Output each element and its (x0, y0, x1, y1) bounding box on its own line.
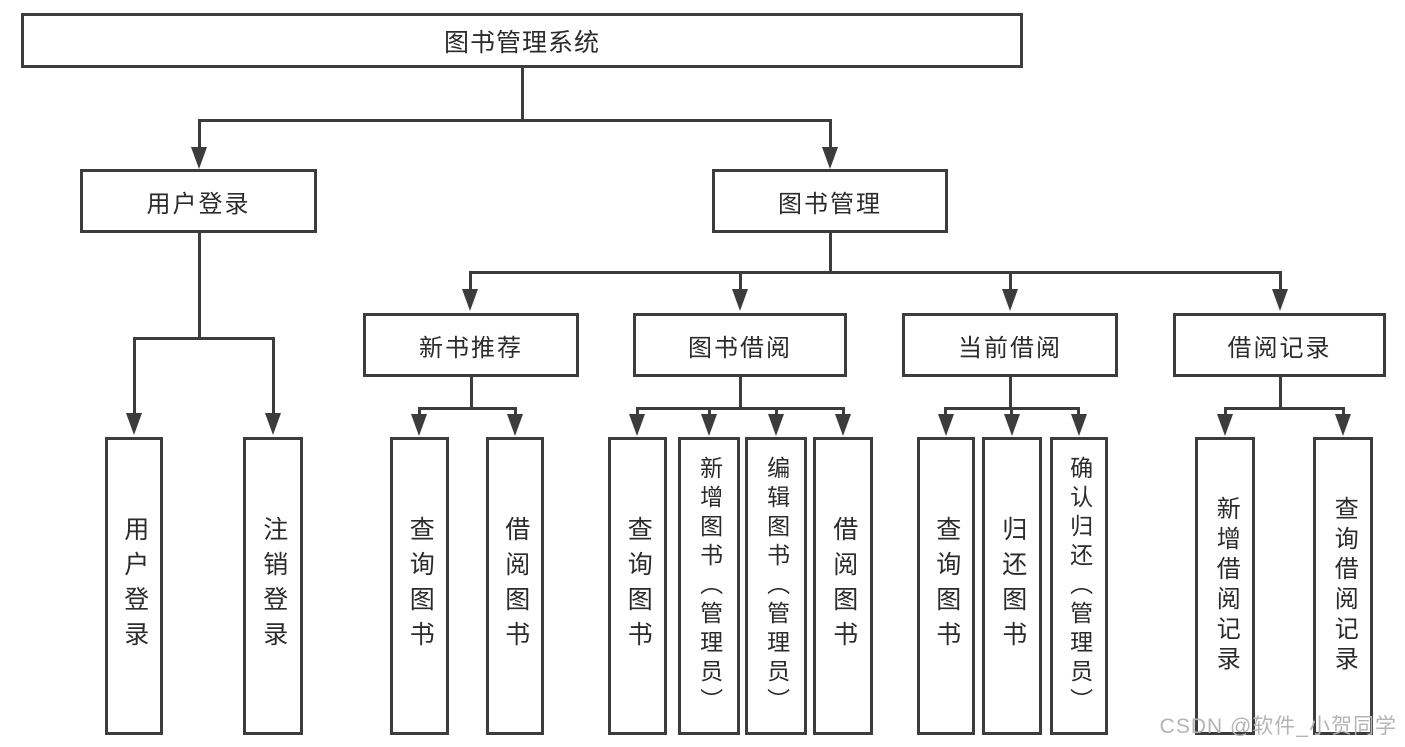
node-user-login: 用户登录 (80, 169, 317, 233)
connector-arrow-shaft (944, 407, 947, 419)
leaf-borrow-books: 借阅图书 (813, 437, 873, 735)
node-root: 图书管理系统 (21, 13, 1023, 68)
connector-current-trunk (1009, 377, 1012, 410)
leaf-query-books-borrow: 查询图书 (608, 437, 667, 735)
connector-arrow-shaft (1010, 407, 1013, 419)
arrow-down-icon (191, 147, 207, 169)
connector-arrow-shaft (775, 407, 778, 419)
connector-arrow-shaft (469, 271, 472, 294)
connector-user-login-trunk (198, 233, 201, 339)
connector-arrow-shaft (418, 407, 421, 419)
leaf-query-books-recommend: 查询图书 (390, 437, 449, 735)
connector-arrow-shaft (1224, 407, 1227, 419)
arrow-down-icon (629, 414, 645, 436)
connector-records-trunk (1279, 377, 1282, 410)
connector-user-login-bar (133, 337, 275, 340)
connector-root-trunk (521, 68, 524, 120)
arrow-down-icon (938, 414, 954, 436)
leaf-query-borrow-record: 查询借阅记录 (1313, 437, 1373, 735)
leaf-confirm-return-admin: 确认归还（管理员） (1050, 437, 1108, 735)
arrow-down-icon (732, 289, 748, 311)
connector-arrow-shaft (133, 337, 136, 417)
leaf-edit-books-admin: 编辑图书（管理员） (745, 437, 807, 735)
arrow-down-icon (1335, 414, 1351, 436)
connector-arrow-shaft (1279, 271, 1282, 294)
arrow-down-icon (1002, 289, 1018, 311)
connector-arrow-shaft (1342, 407, 1345, 419)
arrow-down-icon (835, 414, 851, 436)
csdn-watermark: CSDN @软件_小贺同学 (1159, 715, 1397, 738)
node-borrow-records: 借阅记录 (1173, 313, 1386, 377)
arrow-down-icon (1217, 414, 1233, 436)
leaf-logout: 注销登录 (243, 437, 303, 735)
arrow-down-icon (462, 289, 478, 311)
leaf-borrow-books-recommend: 借阅图书 (486, 437, 544, 735)
node-book-borrow: 图书借阅 (633, 313, 847, 377)
connector-arrow-shaft (1077, 407, 1080, 419)
connector-arrow-shaft (842, 407, 845, 419)
connector-arrow-shaft (739, 271, 742, 294)
leaf-query-books-current: 查询图书 (917, 437, 975, 735)
node-current-borrow: 当前借阅 (902, 313, 1118, 377)
arrow-down-icon (411, 414, 427, 436)
arrow-down-icon (265, 413, 281, 435)
arrow-down-icon (1004, 414, 1020, 436)
leaf-return-books: 归还图书 (982, 437, 1042, 735)
connector-arrow-shaft (198, 119, 201, 152)
node-book-management: 图书管理 (712, 169, 948, 233)
arrow-down-icon (768, 414, 784, 436)
connector-arrow-shaft (636, 407, 639, 419)
connector-level2-bar (469, 271, 1282, 274)
connector-book-borrow-trunk (739, 377, 742, 410)
leaf-add-borrow-record: 新增借阅记录 (1195, 437, 1255, 735)
arrow-down-icon (701, 414, 717, 436)
arrow-down-icon (126, 413, 142, 435)
connector-new-rec-trunk (470, 377, 473, 410)
connector-arrow-shaft (708, 407, 711, 419)
connector-new-rec-bar (418, 407, 517, 410)
leaf-add-books-admin: 新增图书（管理员） (678, 437, 740, 735)
connector-arrow-shaft (829, 119, 832, 152)
connector-level1-bar (198, 119, 832, 122)
arrow-down-icon (507, 414, 523, 436)
arrow-down-icon (1272, 289, 1288, 311)
leaf-user-login: 用户登录 (105, 437, 163, 735)
connector-arrow-shaft (514, 407, 517, 419)
arrow-down-icon (822, 147, 838, 169)
arrow-down-icon (1071, 414, 1087, 436)
connector-arrow-shaft (1009, 271, 1012, 294)
node-new-book-recommend: 新书推荐 (363, 313, 579, 377)
connector-book-mgmt-trunk (829, 233, 832, 274)
connector-book-borrow-bar (636, 407, 845, 410)
connector-arrow-shaft (272, 337, 275, 417)
connector-records-bar (1224, 407, 1345, 410)
